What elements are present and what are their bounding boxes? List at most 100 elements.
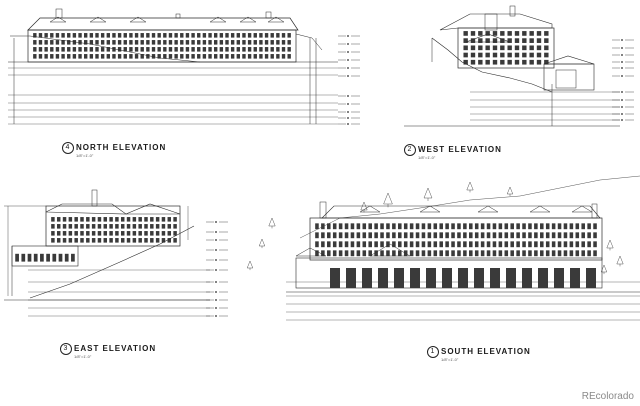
north-elevation-scale: 1/8"=1'-0" xyxy=(76,153,94,158)
window xyxy=(507,38,512,43)
tree xyxy=(616,255,624,265)
window xyxy=(230,47,235,52)
chimney xyxy=(55,8,63,19)
window xyxy=(534,241,538,248)
window xyxy=(563,250,568,257)
window xyxy=(100,40,105,45)
window xyxy=(140,54,144,59)
window xyxy=(72,47,77,52)
window xyxy=(398,250,402,257)
window xyxy=(327,223,331,230)
window xyxy=(106,40,110,45)
window xyxy=(67,54,71,59)
level-mark xyxy=(621,91,623,93)
window xyxy=(522,31,527,36)
window xyxy=(540,250,544,257)
window xyxy=(507,59,512,65)
window xyxy=(97,238,102,243)
window xyxy=(78,40,82,45)
window xyxy=(474,223,479,230)
window xyxy=(185,33,190,38)
window xyxy=(78,54,82,59)
window xyxy=(551,223,556,230)
window xyxy=(106,33,110,38)
window xyxy=(569,232,574,239)
window xyxy=(500,31,505,36)
window xyxy=(72,40,77,45)
window xyxy=(457,241,461,248)
window xyxy=(321,232,325,239)
window xyxy=(120,231,125,236)
window xyxy=(168,54,173,59)
window xyxy=(197,47,201,52)
window xyxy=(174,40,178,45)
window xyxy=(557,232,562,239)
arcade-opening xyxy=(586,268,596,288)
window xyxy=(474,232,479,239)
window xyxy=(356,223,361,230)
window xyxy=(167,231,172,236)
window xyxy=(67,47,71,52)
window xyxy=(109,238,113,243)
window xyxy=(485,31,490,36)
window xyxy=(155,224,160,229)
window xyxy=(78,33,82,38)
window xyxy=(33,253,38,262)
window xyxy=(276,47,280,52)
window xyxy=(327,232,331,239)
window xyxy=(214,47,218,52)
window xyxy=(409,241,414,248)
window xyxy=(587,250,591,257)
window xyxy=(61,47,65,52)
window xyxy=(544,38,549,43)
window xyxy=(380,232,384,239)
window xyxy=(551,250,556,257)
window xyxy=(138,217,142,222)
window xyxy=(117,54,122,59)
window xyxy=(492,45,498,51)
window xyxy=(155,231,160,236)
window xyxy=(150,231,154,236)
arcade-opening xyxy=(378,268,388,288)
window xyxy=(386,223,390,230)
window xyxy=(132,217,137,222)
chimney xyxy=(91,189,98,207)
window xyxy=(163,40,167,45)
window xyxy=(486,241,491,248)
window xyxy=(480,250,485,257)
window xyxy=(146,47,150,52)
level-mark xyxy=(215,299,217,301)
window xyxy=(593,232,597,239)
dormer xyxy=(571,205,593,213)
window xyxy=(167,217,172,222)
dormer xyxy=(89,16,107,23)
window xyxy=(486,250,491,257)
window xyxy=(236,33,240,38)
window xyxy=(151,47,156,52)
window xyxy=(144,217,148,222)
window xyxy=(498,250,503,257)
window xyxy=(421,250,426,257)
window xyxy=(327,250,331,257)
window xyxy=(536,59,542,65)
window xyxy=(544,52,549,58)
window xyxy=(50,33,54,38)
window xyxy=(68,231,73,236)
window xyxy=(492,232,497,239)
window xyxy=(445,232,449,239)
window xyxy=(161,231,166,236)
window xyxy=(445,241,449,248)
tree xyxy=(246,260,254,269)
arcade-opening xyxy=(330,268,340,288)
window xyxy=(253,47,257,52)
window xyxy=(514,59,520,65)
window xyxy=(50,47,54,52)
window xyxy=(350,250,355,257)
east-elevation-label: EAST ELEVATION xyxy=(74,344,157,354)
level-mark xyxy=(215,315,217,317)
level-mark xyxy=(347,43,349,45)
window xyxy=(62,224,67,229)
window xyxy=(498,241,503,248)
window xyxy=(168,40,173,45)
window xyxy=(451,250,455,257)
